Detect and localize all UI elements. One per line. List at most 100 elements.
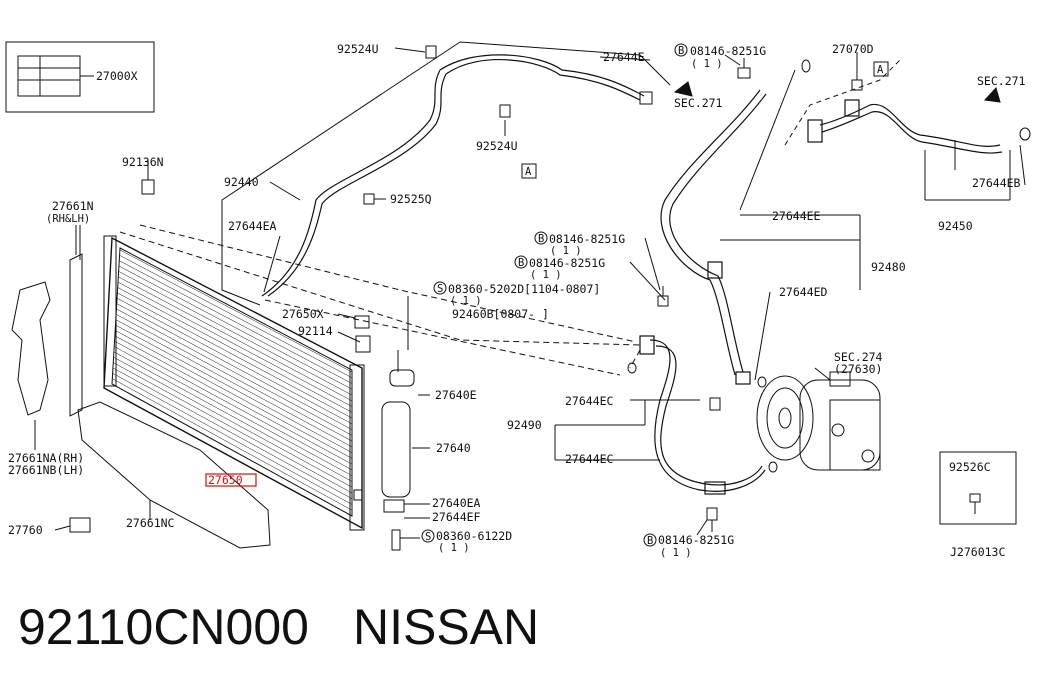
label-27650-highlighted: 27650 xyxy=(208,473,243,487)
label-92136N: 92136N xyxy=(122,155,164,169)
label-27644ED: 27644ED xyxy=(779,285,828,299)
bracket-27650X xyxy=(354,315,370,329)
label-27000X: 27000X xyxy=(96,69,138,83)
condenser-fin xyxy=(115,319,353,448)
arrow-sec271-a xyxy=(673,81,693,97)
label-08360-6122D: 08360-6122D xyxy=(436,529,512,543)
label-92490: 92490 xyxy=(507,418,542,432)
marker-b-1: B xyxy=(678,45,684,57)
label-27661NB: 27661NB(LH) xyxy=(8,463,84,477)
label-27661N-sub: (RH&LH) xyxy=(46,213,90,225)
hose-92450 xyxy=(807,99,1003,154)
label-27644E: 27644E xyxy=(603,50,645,64)
label-sec271-b: SEC.271 xyxy=(977,74,1026,88)
kit-box xyxy=(5,41,155,113)
marker-s-2: S xyxy=(425,531,431,543)
label-27760: 27760 xyxy=(8,523,43,537)
label-08146-g3: 08146-8251G xyxy=(529,256,605,270)
condenser-fin xyxy=(114,340,353,471)
receiver-drier-27640 xyxy=(381,350,415,551)
label-08360-5202D: 08360-5202D[1104-0807] xyxy=(448,282,600,296)
label-92440: 92440 xyxy=(224,175,259,189)
condenser-fin xyxy=(113,351,353,482)
label-qty-g2: ( 1 ) xyxy=(550,245,582,257)
label-qty-g3: ( 1 ) xyxy=(530,269,562,281)
condenser-fin xyxy=(117,298,353,425)
label-92524U-mid: 92524U xyxy=(476,139,518,153)
fitting-92524U xyxy=(425,45,437,59)
brand-name: NISSAN xyxy=(352,599,540,655)
marker-a-2 xyxy=(873,61,889,77)
marker-b-2: B xyxy=(538,233,544,245)
label-27640: 27640 xyxy=(436,441,471,455)
marker-s-1: S xyxy=(437,283,443,295)
frame-92440 xyxy=(221,41,461,306)
caption: 92110CN000 NISSAN xyxy=(18,598,583,656)
condenser-fin xyxy=(112,373,353,505)
clip-92526C xyxy=(969,493,981,514)
marker-a-2-text: A xyxy=(877,64,884,76)
label-27644EC-b: 27644EC xyxy=(565,452,614,466)
arrow-sec271-b xyxy=(983,87,1001,103)
baffle-27661NA xyxy=(11,281,51,416)
condenser-fin xyxy=(117,281,353,407)
label-sec271-a: SEC.271 xyxy=(674,96,723,110)
label-92525Q: 92525Q xyxy=(390,192,432,206)
label-sec274-sub: (27630) xyxy=(834,362,882,376)
seal-27661N xyxy=(69,253,83,417)
label-27640EA: 27640EA xyxy=(432,496,481,510)
condenser-fin xyxy=(117,292,353,419)
condenser-fin xyxy=(116,303,353,430)
label-92450: 92450 xyxy=(938,219,973,233)
label-qty-top: ( 1 ) xyxy=(691,58,723,70)
pipe-92440 xyxy=(261,54,645,297)
label-92460B: 92460B[0807- ] xyxy=(452,307,549,321)
label-27661NC: 27661NC xyxy=(126,516,175,530)
baffle-27661NC xyxy=(77,401,271,549)
condenser-fin xyxy=(119,260,353,384)
label-08146-g2: 08146-8251G xyxy=(549,232,625,246)
hose-92480 xyxy=(660,89,767,385)
condenser-fin xyxy=(116,308,353,436)
leader-lines xyxy=(79,47,1026,536)
label-27644EE: 27644EE xyxy=(772,209,821,223)
clip-27760 xyxy=(69,517,91,533)
condenser-fin xyxy=(114,346,353,476)
condenser-fin xyxy=(116,314,353,442)
part-number: 92110CN000 xyxy=(18,599,309,655)
marker-b-3: B xyxy=(518,257,524,269)
label-27070D: 27070D xyxy=(832,42,874,56)
condenser-fin xyxy=(113,356,353,488)
label-27644EC-a: 27644EC xyxy=(565,394,614,408)
kit-icon xyxy=(17,55,81,97)
box-92526C xyxy=(939,451,1017,525)
label-qty-bottom: ( 1 ) xyxy=(660,547,692,559)
marker-a-1-text: A xyxy=(525,166,532,178)
compressor-sec274 xyxy=(756,371,881,471)
condenser-fin xyxy=(113,362,353,494)
marker-b-4: B xyxy=(647,535,653,547)
marker-a-1 xyxy=(521,163,537,179)
label-92526C: 92526C xyxy=(949,460,991,474)
condenser-fin xyxy=(115,324,353,453)
label-92114: 92114 xyxy=(298,324,333,338)
condenser-fin xyxy=(118,276,353,402)
condenser-fin xyxy=(119,255,353,378)
condenser-fin xyxy=(115,330,353,459)
label-92480: 92480 xyxy=(871,260,906,274)
label-92524U-top: 92524U xyxy=(337,42,379,56)
o-rings xyxy=(627,59,1031,473)
label-08146-bottom: 08146-8251G xyxy=(658,533,734,547)
condenser-fin xyxy=(118,271,353,396)
label-27640E: 27640E xyxy=(435,388,477,402)
condenser xyxy=(103,235,365,531)
highlight-box xyxy=(205,473,257,487)
condenser-fin xyxy=(112,367,353,499)
label-27650X: 27650X xyxy=(282,307,324,321)
diagram-ref-code: J276013C xyxy=(950,545,1005,559)
label-qty-s1: ( 1 ) xyxy=(450,295,482,307)
label-sec274: SEC.274 xyxy=(834,350,883,364)
label-08146-top: 08146-8251G xyxy=(690,44,766,58)
